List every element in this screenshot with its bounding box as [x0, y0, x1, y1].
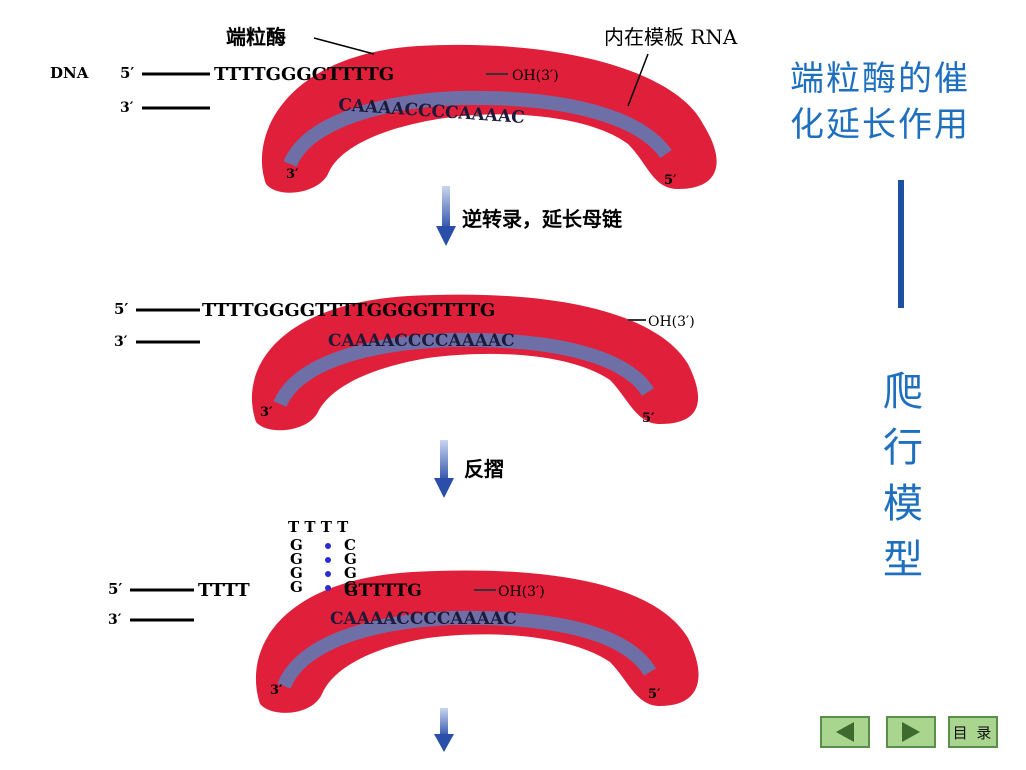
- oh-end-1: OH(3′): [512, 68, 559, 84]
- telomerase-diagram: CAAAACCCCAAAAC DNA 5′ TTTTGGGGTTTTG OH(3…: [38, 14, 788, 764]
- model-char: 型: [883, 537, 923, 583]
- model-char: 爬: [883, 369, 923, 415]
- template-rna-sequence-3: CAAAACCCCAAAAC: [330, 609, 517, 629]
- hairpin-left-base: G: [290, 564, 303, 582]
- three-prime-bottom-3: 3′: [270, 683, 283, 698]
- hairpin-top: T T T T: [288, 518, 349, 536]
- dna-strand-2: TTTTGGGGTTTTGGGGTTTTG: [202, 300, 495, 321]
- right-arrow-icon: [902, 722, 920, 742]
- table-of-contents-button[interactable]: 目 录: [948, 716, 998, 748]
- three-prime-left-1: 3′: [120, 100, 134, 116]
- five-prime-bottom-1: 5′: [664, 173, 677, 188]
- model-char: 行: [883, 425, 923, 471]
- dna-strand-right-3: GTTTTG: [344, 581, 422, 601]
- hairpin-left-base: G: [290, 550, 303, 568]
- template-rna-sequence-2: CAAAACCCCAAAAC: [328, 331, 515, 351]
- hairpin-bonds: [325, 543, 331, 591]
- left-arrow-icon: [836, 722, 854, 742]
- three-prime-left-3: 3′: [108, 612, 122, 628]
- model-label: 爬 行 模 型: [876, 364, 930, 588]
- down-arrow-3: [434, 708, 454, 752]
- rna-band-3: [277, 610, 656, 689]
- panel-1: CAAAACCCCAAAAC DNA 5′ TTTTGGGGTTTTG OH(3…: [50, 25, 738, 193]
- down-arrow-1: [436, 186, 456, 246]
- dna-strand-left-3: TTTT: [198, 580, 250, 601]
- enzyme-body-3: [255, 570, 699, 713]
- hairpin-right-base: G: [344, 578, 357, 596]
- three-prime-bottom-1: 3′: [286, 167, 299, 182]
- enzyme-body-1: [261, 44, 717, 193]
- five-prime-2: 5′: [114, 300, 128, 318]
- hairpin-right-column: C G G G: [344, 536, 357, 596]
- hairpin-right-base: G: [344, 564, 357, 582]
- dna-strand-1: TTTTGGGGTTTTG: [214, 64, 394, 85]
- title-line-1: 端粒酶的催: [790, 59, 970, 99]
- label-enzyme: 端粒酶: [226, 25, 286, 49]
- enzyme-pointer: [313, 37, 375, 55]
- down-arrow-2: [434, 440, 454, 498]
- hairpin-left-base: G: [290, 578, 303, 596]
- hairpin-left-column: G G G G: [290, 536, 303, 596]
- template-pointer: [627, 53, 649, 107]
- model-char: 模: [883, 481, 923, 527]
- oh-end-3: OH(3′): [498, 584, 545, 600]
- previous-button[interactable]: [820, 716, 870, 748]
- rna-band-1: [283, 90, 672, 168]
- enzyme-body-2: [251, 294, 699, 431]
- panel-3: CAAAACCCCAAAAC 5′ TTTT T T T T G G G G C…: [108, 518, 699, 713]
- five-prime-1: 5′: [120, 64, 134, 82]
- rna-band-2: [273, 332, 654, 408]
- five-prime-bottom-3: 5′: [648, 687, 661, 702]
- three-prime-bottom-2: 3′: [260, 405, 273, 420]
- label-dna: DNA: [50, 64, 89, 82]
- step1-label: 逆转录，延长母链: [462, 207, 623, 231]
- five-prime-bottom-2: 5′: [642, 411, 655, 426]
- hairpin-left-base: G: [290, 536, 303, 554]
- next-button[interactable]: [886, 716, 936, 748]
- hairpin-right-base: C: [344, 536, 356, 554]
- three-prime-left-2: 3′: [114, 334, 128, 350]
- label-template-rna: 内在模板 RNA: [604, 25, 738, 49]
- slide-title: 端粒酶的催 化延长作用: [790, 56, 990, 148]
- step2-label: 反摺: [464, 457, 504, 481]
- oh-end-2: OH(3′): [648, 314, 695, 330]
- five-prime-3: 5′: [108, 580, 122, 598]
- hairpin-right-base: G: [344, 550, 357, 568]
- panel-2: CAAAACCCCAAAAC 5′ TTTTGGGGTTTTGGGGTTTTG …: [114, 294, 699, 431]
- title-line-2: 化延长作用: [790, 105, 970, 145]
- title-divider: [898, 180, 904, 308]
